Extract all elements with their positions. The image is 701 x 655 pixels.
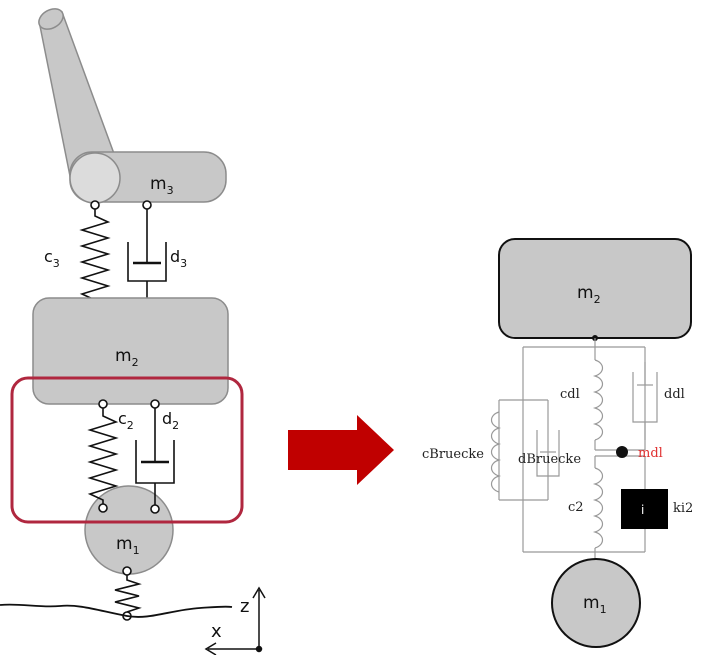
mass-m1-circle bbox=[84, 485, 174, 575]
label-dBruecke: dBruecke bbox=[518, 452, 581, 467]
label-c2-left: c2 bbox=[118, 409, 134, 432]
label-m1-right: m1 bbox=[583, 593, 607, 616]
label-cBruecke: cBruecke bbox=[422, 447, 484, 462]
seat-backrest bbox=[38, 8, 121, 187]
label-d2-left: d2 bbox=[162, 409, 179, 432]
tire-spring bbox=[114, 566, 142, 621]
label-cdl: cdl bbox=[560, 387, 580, 402]
mass-m1-circle-right bbox=[551, 558, 641, 648]
damper-dBruecke bbox=[536, 430, 560, 477]
spring-cBruecke bbox=[490, 411, 502, 493]
label-m1-left: m1 bbox=[116, 534, 140, 557]
axis-x-label: x bbox=[211, 621, 222, 642]
seat-hinge bbox=[69, 152, 121, 204]
network-wiring bbox=[498, 338, 646, 562]
damper-ddl bbox=[632, 362, 658, 440]
left-model: m3 c3 d3 m2 m1 c2 bbox=[0, 8, 266, 655]
spring-cdl bbox=[592, 347, 604, 450]
label-ki2: ki2 bbox=[673, 501, 693, 516]
label-c3: c3 bbox=[44, 247, 60, 270]
ground-line bbox=[0, 603, 233, 618]
label-c2-right: c2 bbox=[568, 500, 584, 515]
axes bbox=[204, 586, 266, 655]
damper-d3 bbox=[127, 200, 167, 315]
spring-c2-right bbox=[592, 456, 604, 552]
block-ki2 bbox=[621, 489, 668, 529]
spring-c3 bbox=[79, 200, 111, 315]
damper-d2 bbox=[135, 399, 175, 514]
label-ddl: ddl bbox=[664, 387, 685, 402]
label-d3: d3 bbox=[170, 247, 187, 270]
label-m2-right: m2 bbox=[577, 283, 601, 306]
highlight-box bbox=[10, 376, 244, 524]
mass-m2-block-right bbox=[498, 238, 692, 339]
spring-c2 bbox=[87, 399, 119, 513]
label-mdl: mdl bbox=[638, 446, 663, 461]
right-model: m2 bbox=[422, 238, 693, 648]
label-m3: m3 bbox=[150, 174, 174, 197]
axis-z-label: z bbox=[240, 596, 249, 617]
block-i-label: i bbox=[641, 503, 644, 517]
transform-arrow bbox=[288, 415, 394, 485]
label-m2-left: m2 bbox=[115, 346, 139, 369]
mdl-node bbox=[616, 446, 628, 458]
